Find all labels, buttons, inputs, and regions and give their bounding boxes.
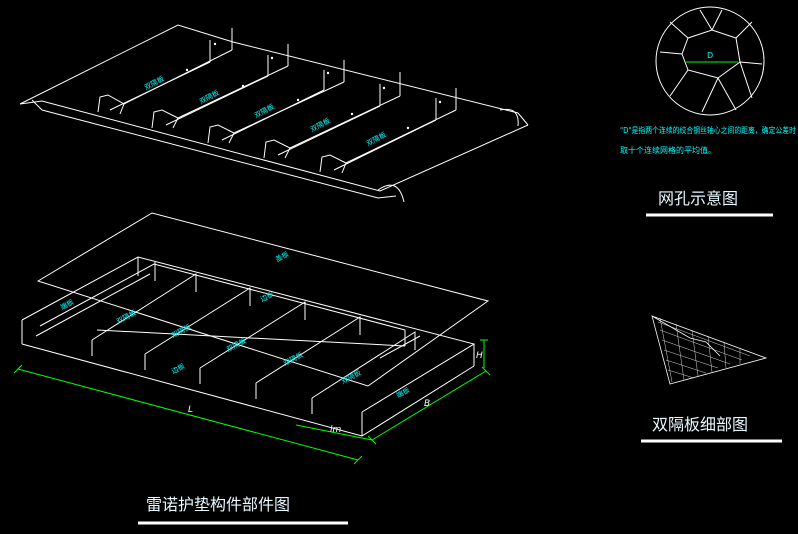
unfolded-panel-view bbox=[19, 24, 529, 203]
mesh-note-line2: 取十个连续网格的平均值。 bbox=[620, 145, 716, 155]
lid-panel bbox=[36, 212, 490, 387]
end-curl-bottom bbox=[377, 184, 405, 203]
unfolded-panel-labels: 双隔板 双隔板 双隔板 双隔板 双隔板 bbox=[143, 74, 388, 148]
side-label-2: 边板 bbox=[170, 361, 187, 376]
partition-3 bbox=[207, 60, 345, 144]
mesh-detail-title: 网孔示意图 bbox=[658, 189, 738, 208]
panel-edge-bottom bbox=[19, 100, 529, 192]
partition-label-1: 双隔板 bbox=[115, 308, 138, 326]
partition-2 bbox=[151, 44, 289, 129]
height-label: H bbox=[476, 351, 483, 361]
panel-edge-left-curl bbox=[31, 99, 43, 111]
mesh-detail bbox=[655, 6, 765, 116]
box-top-outline bbox=[21, 256, 476, 413]
lid-label: 盖板 bbox=[274, 249, 291, 264]
partition-4 bbox=[263, 72, 401, 159]
panel-base-line bbox=[41, 109, 397, 199]
mesh-hexagon-center bbox=[681, 29, 741, 79]
mesh-dim: D bbox=[686, 51, 738, 63]
width-dim-line bbox=[371, 370, 487, 441]
partition-mesh-outline bbox=[651, 315, 768, 385]
mesh-note-line1: "D"是指两个连续的绞合钢丝轴心之间的距离，确定公差时 bbox=[620, 125, 796, 135]
partition-detail-drawing bbox=[651, 315, 768, 385]
mesh-circle bbox=[655, 6, 765, 116]
dimension-lines bbox=[13, 339, 491, 465]
length-dim-line bbox=[17, 368, 359, 461]
end-curl-right bbox=[499, 108, 519, 127]
top-label-3: 双隔板 bbox=[253, 102, 276, 120]
partition-detail-title: 双隔板细部图 bbox=[652, 415, 748, 434]
mesh-dim-label: D bbox=[707, 51, 713, 60]
partition-label-2: 双隔板 bbox=[170, 322, 193, 340]
partition-label-3: 双隔板 bbox=[225, 336, 248, 354]
dimension-labels: L lm B H bbox=[188, 351, 483, 435]
length-label: L bbox=[188, 405, 193, 415]
panel-edge-top-left bbox=[19, 24, 234, 105]
width-label: B bbox=[424, 399, 430, 409]
module-label: lm bbox=[330, 425, 342, 435]
panel-edge-top-right bbox=[232, 41, 529, 126]
module-dim-line bbox=[295, 424, 373, 441]
mattress-view bbox=[21, 212, 490, 437]
main-title: 雷诺护垫构件部件图 bbox=[146, 495, 290, 514]
partition-1 bbox=[97, 28, 233, 115]
end-label-left: 端板 bbox=[59, 297, 76, 312]
partition-5 bbox=[319, 88, 457, 174]
